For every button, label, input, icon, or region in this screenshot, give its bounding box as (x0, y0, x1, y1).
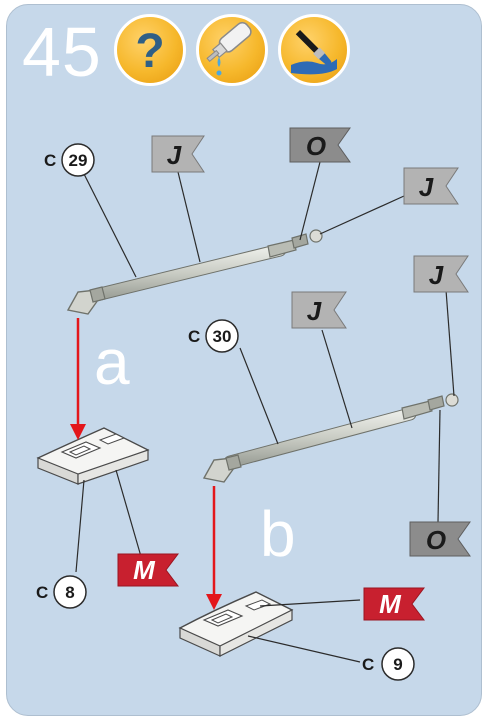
flag-j-2: J (403, 167, 459, 205)
part-prefix: C (188, 327, 200, 346)
question-icon: ? (114, 14, 186, 86)
part-callout-c8: C 8 (36, 575, 87, 609)
flag-label: M (379, 589, 402, 619)
glue-tube-icon (196, 14, 268, 86)
rod-c30 (202, 393, 459, 483)
leader-lines-c29 (81, 161, 405, 278)
svg-text:?: ? (135, 25, 164, 78)
flag-label: J (167, 140, 182, 170)
insert-arrow-b (206, 486, 222, 610)
leader-lines-c8 (75, 469, 143, 573)
flag-label: M (133, 555, 156, 585)
flag-j-3: J (291, 291, 347, 329)
part-callout-c30: C 30 (188, 319, 239, 353)
part-number: 30 (213, 327, 232, 346)
part-callout-c9: C 9 (362, 647, 415, 681)
insert-arrow-a (70, 318, 86, 440)
base-c9 (178, 591, 294, 657)
part-number: 29 (69, 151, 88, 170)
flag-m-2: M (363, 587, 425, 621)
flag-label: O (306, 131, 326, 161)
step-letter-b: b (260, 498, 296, 570)
leader-lines-c9 (247, 599, 361, 663)
leader-lines-c30 (239, 289, 455, 523)
part-number: 9 (393, 655, 402, 674)
flag-j-4: J (413, 255, 469, 293)
step-number: 45 (22, 13, 102, 91)
flag-label: J (307, 296, 322, 326)
step-letter-a: a (94, 326, 130, 398)
part-prefix: C (44, 151, 56, 170)
flag-label: J (429, 260, 444, 290)
flag-j-1: J (151, 135, 205, 173)
flag-o-2: O (409, 521, 471, 557)
part-prefix: C (36, 583, 48, 602)
flag-m-1: M (117, 553, 179, 587)
part-number: 8 (65, 583, 74, 602)
rod-c29 (66, 229, 323, 315)
part-callout-c29: C 29 (44, 143, 95, 177)
paint-brush-icon (278, 14, 350, 86)
base-c8 (36, 427, 150, 485)
flag-label: J (419, 172, 434, 202)
flag-label: O (426, 525, 446, 555)
part-prefix: C (362, 655, 374, 674)
flag-o-1: O (289, 127, 351, 163)
